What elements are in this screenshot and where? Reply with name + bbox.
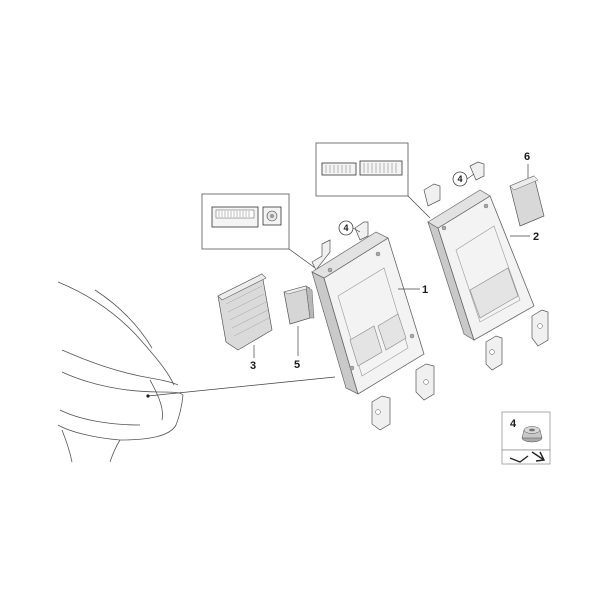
- vehicle-location-dot: [146, 394, 150, 398]
- callout-4-module-2: 4: [452, 171, 475, 187]
- vehicle-leader-line: [147, 376, 336, 397]
- connector-detail-box-1: [201, 193, 319, 271]
- small-unit-part-6: [509, 164, 545, 227]
- callout-part-6: 6: [524, 151, 530, 163]
- callout-part-3: 3: [250, 360, 256, 372]
- svg-text:4: 4: [457, 174, 462, 184]
- svg-text:4: 4: [343, 223, 348, 233]
- connector-detail-box-2: [315, 142, 431, 219]
- callout-part-5: 5: [294, 359, 300, 371]
- control-unit-module-2: [423, 161, 549, 371]
- legend-nut-4: 4: [501, 411, 551, 451]
- svg-text:4: 4: [510, 418, 517, 430]
- wrench-arrow-icon: [509, 451, 546, 463]
- control-unit-module-1: [311, 221, 435, 431]
- hex-nut-icon: [521, 426, 543, 443]
- flat-module-part-3: [217, 273, 273, 358]
- callout-part-1: 1: [422, 284, 428, 296]
- callout-part-2: 2: [533, 231, 539, 243]
- callout-4-module-1: 4: [338, 220, 361, 236]
- legend-tool-panel: [501, 449, 551, 465]
- vehicle-rear-outline: [57, 281, 184, 463]
- connector-block-part-5: [283, 285, 315, 356]
